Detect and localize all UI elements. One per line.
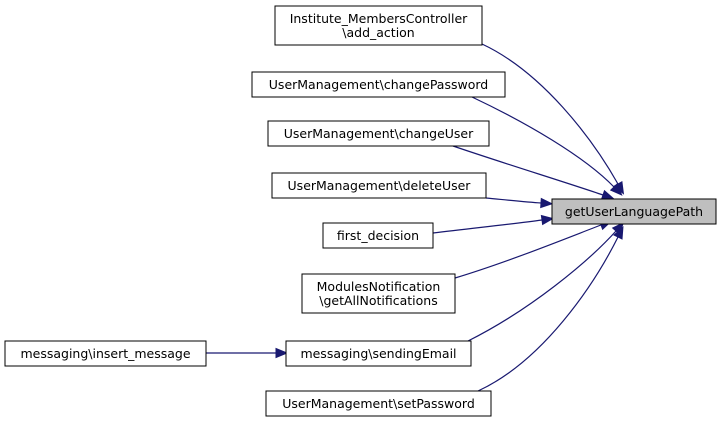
edge-line [452,145,604,196]
node-label-line: first_decision [337,228,419,243]
edge-get-all-notifications-to-target [454,220,613,279]
node-box [322,222,434,249]
edges-layer [206,43,625,392]
node-box [301,273,456,314]
edge-set-password-to-target [477,225,624,392]
edge-line [477,236,619,392]
edge-line [485,197,542,204]
node-target[interactable]: getUserLanguagePath [551,198,717,225]
node-box [274,5,483,46]
node-label-line: UserManagement\changePassword [269,77,488,92]
node-get-all-notifications[interactable]: ModulesNotification\getAllNotifications [301,273,456,314]
node-box [285,340,472,367]
edge-sending-email-to-target [467,221,625,342]
node-change-user[interactable]: UserManagement\changeUser [267,120,490,147]
node-label-line: \getAllNotifications [319,293,437,308]
node-label-line: UserManagement\setPassword [282,396,475,411]
node-box [4,340,207,367]
node-box [267,120,490,147]
node-label-line: UserManagement\deleteUser [288,178,472,193]
arrowhead [275,347,289,359]
node-institute-add-action[interactable]: Institute_MembersController\add_action [274,5,483,46]
node-box [271,172,487,199]
arrowhead [609,182,623,196]
node-label-line: Institute_MembersController [290,11,468,26]
edge-change-user-to-target [452,145,615,200]
edge-line [467,230,617,342]
node-delete-user[interactable]: UserManagement\deleteUser [271,172,487,199]
edge-change-password-to-target [471,96,623,196]
edge-first-decision-to-target [432,214,555,234]
node-box [251,71,506,98]
node-label-line: messaging\insert_message [20,346,190,361]
edge-line [471,96,615,188]
node-sending-email[interactable]: messaging\sendingEmail [285,340,472,367]
edge-line [432,219,543,234]
node-change-password[interactable]: UserManagement\changePassword [251,71,506,98]
node-box [265,390,492,417]
node-set-password[interactable]: UserManagement\setPassword [265,390,492,417]
node-label-line: UserManagement\changeUser [284,126,474,141]
edge-line [454,224,602,279]
node-label-line: messaging\sendingEmail [300,346,456,361]
arrowhead [540,197,554,209]
node-first-decision[interactable]: first_decision [322,222,434,249]
nodes-layer: getUserLanguagePath Institute_MembersCont… [4,5,717,417]
arrowhead [613,225,624,240]
node-label-line: getUserLanguagePath [565,204,703,219]
edge-line [481,43,619,185]
arrowhead [540,214,555,226]
node-box [551,198,717,225]
edge-insert-message-to-sending-email [206,347,289,359]
edge-delete-user-to-target [485,197,554,209]
node-label-line: ModulesNotification [317,279,441,294]
arrowhead [600,189,615,200]
node-label-line: \add_action [342,25,414,40]
edge-institute-add-action-to-target [481,43,625,195]
node-insert-message[interactable]: messaging\insert_message [4,340,207,367]
